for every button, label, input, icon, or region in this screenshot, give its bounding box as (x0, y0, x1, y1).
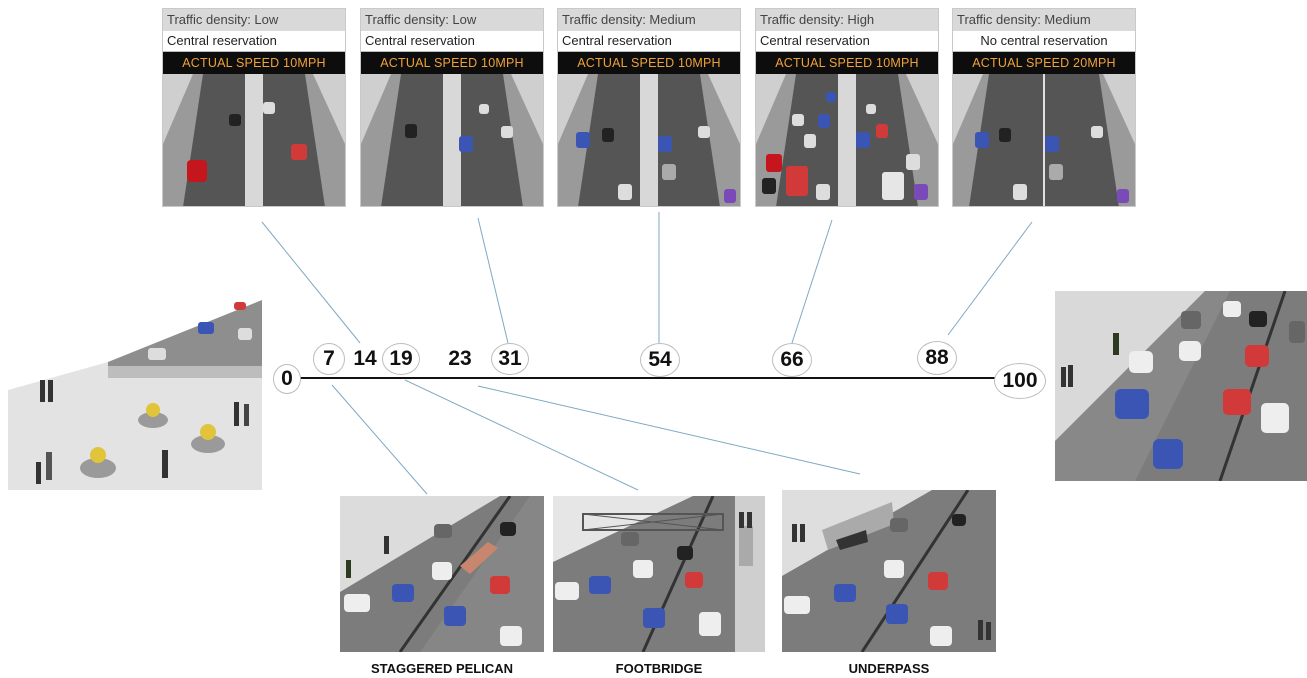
scale-tick-0: 0 (273, 364, 301, 394)
underpass-image (782, 490, 996, 652)
scale-tick-14: 14 (346, 343, 384, 375)
scale-tick-100: 100 (994, 363, 1046, 399)
connector-pelican (331, 384, 428, 495)
scenario-card-5: Traffic density: Medium No central reser… (952, 8, 1136, 207)
reservation-label: Central reservation (558, 31, 740, 52)
reservation-label: No central reservation (953, 31, 1135, 52)
road-view-image (163, 74, 345, 206)
scale-tick-31: 31 (491, 343, 529, 375)
connector-card1 (261, 221, 361, 344)
scenario-card-2: Traffic density: Low Central reservation… (360, 8, 544, 207)
connector-footbridge (404, 379, 639, 491)
road-view-image (756, 74, 938, 206)
traffic-density-label: Traffic density: Medium (953, 9, 1135, 31)
traffic-density-label: Traffic density: Low (361, 9, 543, 31)
crossing-label-footbridge: FOOTBRIDGE (615, 661, 703, 676)
scale-tick-54: 54 (640, 343, 680, 377)
traffic-density-label: Traffic density: Medium (558, 9, 740, 31)
scenario-card-4: Traffic density: High Central reservatio… (755, 8, 939, 207)
connector-card2 (477, 217, 509, 344)
staggered-pelican-image (340, 496, 544, 652)
connector-card5 (947, 221, 1033, 336)
road-view-image (558, 74, 740, 206)
speed-label: ACTUAL SPEED 10MPH (163, 52, 345, 74)
scenario-card-1: Traffic density: Low Central reservation… (162, 8, 346, 207)
traffic-density-label: Traffic density: Low (163, 9, 345, 31)
speed-label: ACTUAL SPEED 20MPH (953, 52, 1135, 74)
connector-card4 (791, 219, 833, 344)
speed-label: ACTUAL SPEED 10MPH (361, 52, 543, 74)
reservation-label: Central reservation (756, 31, 938, 52)
scale-tick-88: 88 (917, 341, 957, 375)
footbridge-image (553, 496, 765, 652)
speed-label: ACTUAL SPEED 10MPH (558, 52, 740, 74)
scale-tick-7: 7 (313, 343, 345, 375)
reservation-label: Central reservation (361, 31, 543, 52)
scale-tick-66: 66 (772, 343, 812, 377)
scenario-card-3: Traffic density: Medium Central reservat… (557, 8, 741, 207)
crossing-label-staggered-pelican: STAGGERED PELICAN (370, 661, 514, 676)
scale-tick-19: 19 (382, 343, 420, 375)
connector-underpass (477, 385, 861, 475)
scale-tick-23: 23 (441, 343, 479, 375)
traffic-density-label: Traffic density: High (756, 9, 938, 31)
left-plaza-scene (8, 300, 262, 490)
speed-label: ACTUAL SPEED 10MPH (756, 52, 938, 74)
crossing-label-underpass: UNDERPASS (848, 661, 930, 676)
road-view-image (361, 74, 543, 206)
right-road-scene (1055, 291, 1307, 481)
reservation-label: Central reservation (163, 31, 345, 52)
road-view-image (953, 74, 1135, 206)
